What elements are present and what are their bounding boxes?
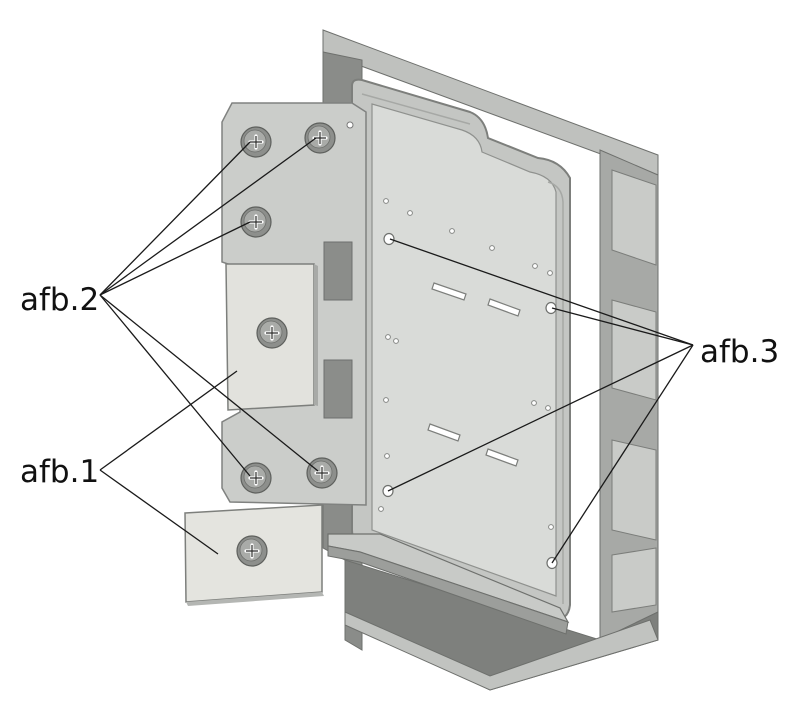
label-afb2: afb.2: [20, 282, 99, 318]
leader-afb2: [99, 221, 251, 296]
leader-afb2: [99, 137, 317, 296]
panel-slots: [427, 282, 521, 467]
panel-hole: [547, 270, 553, 276]
panel-hole: [383, 397, 389, 403]
leader-afb3: [389, 238, 694, 346]
frame-bottom-lip: [344, 611, 659, 691]
panel-hole: [378, 506, 384, 512]
panel-hole: [407, 210, 413, 216]
screw-icon: [240, 126, 272, 158]
panel-hole: [449, 228, 455, 234]
panel-hole: [548, 524, 554, 530]
panel-hole: [384, 453, 390, 459]
bracket-hole: [346, 121, 354, 129]
leader-lines: [99, 137, 694, 564]
panel-slot: [487, 298, 521, 317]
label-afb1: afb.1: [20, 454, 99, 490]
plate-mounted-edge: [314, 264, 318, 406]
frame-slot: [611, 169, 657, 266]
bracket-window: [323, 359, 353, 419]
panel-holes: [378, 198, 554, 530]
leader-afb1: [99, 469, 219, 555]
leader-afb2: [99, 294, 319, 472]
leader-afb3: [551, 307, 694, 346]
panel-hole: [532, 263, 538, 269]
leader-afb2: [99, 294, 251, 477]
bracket-window: [323, 241, 353, 301]
panel-slot: [427, 423, 461, 442]
leader-afb2: [99, 141, 251, 296]
panel-slot: [431, 282, 467, 301]
panel-hole: [383, 198, 389, 204]
screw-icon: [240, 206, 272, 238]
panel-hole: [531, 400, 537, 406]
screw-icon: [304, 122, 336, 154]
panel-hole: [489, 245, 495, 251]
panel-slot: [485, 448, 519, 467]
tray-front: [327, 545, 569, 635]
panel-hole: [393, 338, 399, 344]
panel-bevel: [361, 93, 564, 604]
frame-slot: [611, 439, 657, 541]
screws: [236, 122, 338, 567]
screw-icon: [240, 462, 272, 494]
screw-icon: [306, 457, 338, 489]
frame-slot: [611, 547, 657, 613]
mounting-hole: [545, 301, 557, 315]
bottom-tray: [327, 533, 570, 635]
label-afb3: afb.3: [700, 334, 779, 370]
panel-face: [371, 103, 557, 597]
screw-icon: [256, 317, 288, 349]
mounting-hole: [383, 232, 395, 246]
frame-slot: [611, 299, 657, 401]
panel-hole: [385, 334, 391, 340]
leader-afb3: [551, 344, 694, 564]
screw-icon: [236, 535, 268, 567]
leader-afb1: [99, 370, 238, 471]
leader-afb3: [387, 344, 694, 492]
inner-panel: [351, 78, 571, 620]
plate-loose-edge: [186, 592, 324, 606]
panel-hole: [545, 405, 551, 411]
